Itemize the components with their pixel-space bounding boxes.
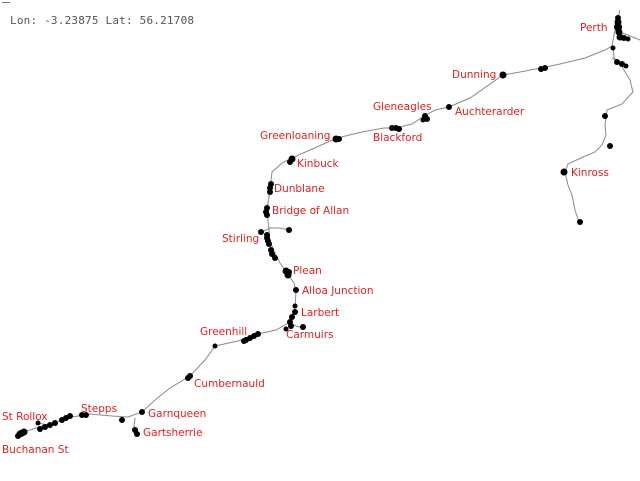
station-label-kinross: Kinross bbox=[571, 167, 609, 179]
station-label-alloa-junction: Alloa Junction bbox=[302, 285, 374, 297]
station-marker[interactable] bbox=[134, 431, 140, 437]
station-marker[interactable] bbox=[424, 116, 430, 122]
station-marker[interactable] bbox=[446, 104, 452, 110]
station-marker[interactable] bbox=[396, 126, 402, 132]
station-label-bridge-of-allan: Bridge of Allan bbox=[272, 205, 349, 217]
station-marker[interactable] bbox=[614, 59, 620, 65]
station-marker[interactable] bbox=[47, 422, 53, 428]
station-marker[interactable] bbox=[292, 309, 298, 315]
station-marker[interactable] bbox=[37, 426, 43, 432]
station-label-stepps: Stepps bbox=[81, 403, 117, 415]
station-marker[interactable] bbox=[577, 219, 583, 225]
kinross-branch-track bbox=[564, 45, 634, 223]
station-marker[interactable] bbox=[267, 189, 273, 195]
station-marker[interactable] bbox=[560, 168, 568, 176]
station-marker[interactable] bbox=[287, 159, 293, 165]
corner-marker bbox=[2, 2, 10, 3]
station-marker[interactable] bbox=[420, 117, 426, 123]
station-marker[interactable] bbox=[139, 409, 145, 415]
station-marker[interactable] bbox=[625, 36, 631, 42]
station-marker[interactable] bbox=[286, 227, 292, 233]
station-marker[interactable] bbox=[59, 417, 65, 423]
station-marker[interactable] bbox=[289, 314, 295, 320]
station-label-st-rollox: St Rollox bbox=[2, 411, 48, 423]
station-marker[interactable] bbox=[266, 241, 272, 247]
coordinate-readout: Lon: -3.23875 Lat: 56.21708 bbox=[10, 14, 195, 27]
station-marker[interactable] bbox=[272, 255, 278, 261]
station-marker[interactable] bbox=[79, 412, 85, 418]
station-label-dunning: Dunning bbox=[452, 69, 496, 81]
stirling-spur-track bbox=[261, 227, 290, 233]
station-marker[interactable] bbox=[35, 420, 41, 426]
station-marker[interactable] bbox=[610, 45, 616, 51]
station-label-gartsherrie: Gartsherrie bbox=[143, 427, 202, 439]
station-marker[interactable] bbox=[602, 113, 608, 119]
station-marker[interactable] bbox=[292, 303, 298, 309]
station-marker[interactable] bbox=[42, 424, 48, 430]
station-marker[interactable] bbox=[52, 420, 58, 426]
station-label-dunblane: Dunblane bbox=[274, 183, 325, 195]
station-marker[interactable] bbox=[15, 433, 21, 439]
station-label-buchanan-st: Buchanan St bbox=[2, 444, 69, 456]
station-label-auchterarder: Auchterarder bbox=[455, 106, 525, 118]
station-marker[interactable] bbox=[607, 143, 613, 149]
station-label-larbert: Larbert bbox=[301, 307, 339, 319]
station-marker[interactable] bbox=[264, 212, 270, 218]
station-markers bbox=[15, 15, 631, 439]
station-marker[interactable] bbox=[119, 417, 125, 423]
station-marker[interactable] bbox=[212, 343, 218, 349]
station-marker[interactable] bbox=[300, 324, 306, 330]
station-label-perth: Perth bbox=[580, 22, 608, 34]
station-marker[interactable] bbox=[542, 65, 548, 71]
station-label-plean: Plean bbox=[293, 265, 322, 277]
station-label-cumbernauld: Cumbernauld bbox=[194, 378, 265, 390]
station-marker[interactable] bbox=[336, 136, 342, 142]
station-marker[interactable] bbox=[288, 323, 294, 329]
station-label-carmuirs: Carmuirs bbox=[286, 329, 334, 341]
station-label-blackford: Blackford bbox=[373, 132, 422, 144]
station-marker[interactable] bbox=[258, 229, 264, 235]
station-marker[interactable] bbox=[619, 61, 625, 67]
station-marker[interactable] bbox=[499, 71, 507, 79]
main-line-track bbox=[17, 9, 621, 435]
station-label-gleneagles: Gleneagles bbox=[373, 101, 432, 113]
station-label-stirling: Stirling bbox=[222, 233, 259, 245]
station-marker[interactable] bbox=[621, 35, 627, 41]
station-marker[interactable] bbox=[241, 338, 247, 344]
station-label-greenhill: Greenhill bbox=[200, 326, 247, 338]
station-marker[interactable] bbox=[623, 63, 629, 69]
station-label-kinbuck: Kinbuck bbox=[297, 158, 340, 170]
station-marker[interactable] bbox=[293, 287, 299, 293]
station-label-garnqueen: Garnqueen bbox=[148, 408, 206, 420]
track-lines bbox=[17, 9, 640, 435]
station-marker[interactable] bbox=[286, 269, 292, 275]
station-label-greenloaning: Greenloaning bbox=[260, 130, 330, 142]
station-marker[interactable] bbox=[283, 326, 289, 332]
station-marker[interactable] bbox=[185, 375, 191, 381]
